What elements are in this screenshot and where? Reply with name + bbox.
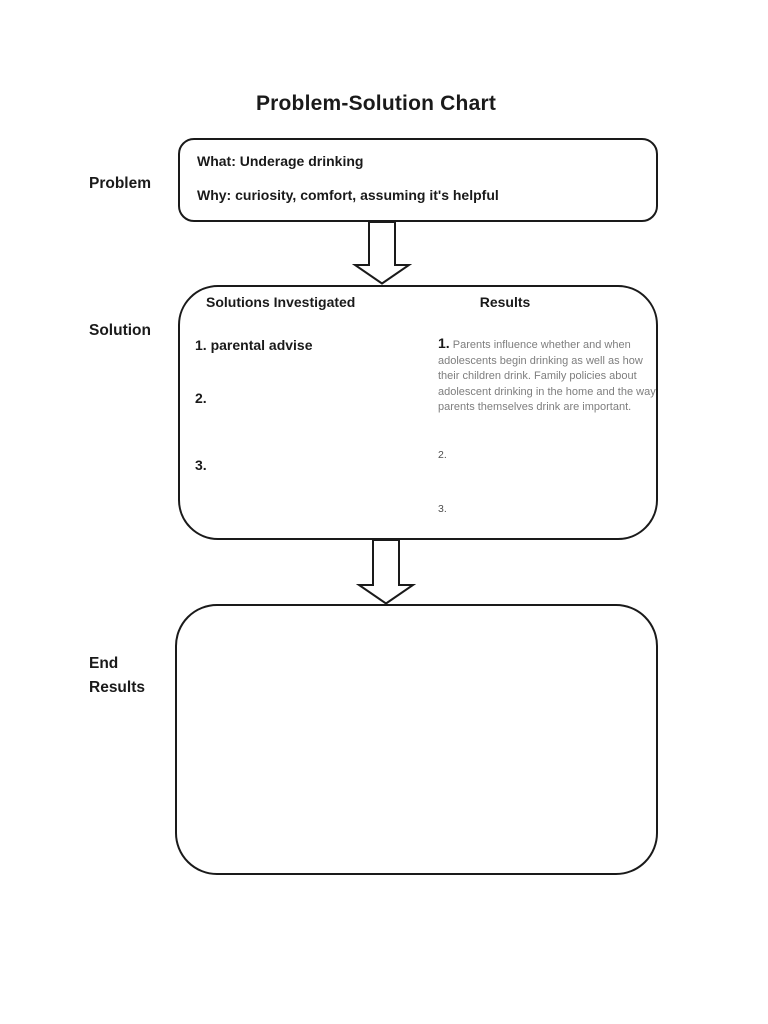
solutions-investigated-header: Solutions Investigated — [206, 294, 356, 310]
solution-row-label: Solution — [89, 322, 151, 339]
results-header: Results — [479, 294, 531, 310]
end-results-row-label: End Results — [89, 652, 145, 700]
result-item-1-text: Parents influence whether and when adole… — [438, 339, 656, 413]
problem-what-text: What: Underage drinking — [197, 153, 364, 169]
page-title: Problem-Solution Chart — [255, 92, 497, 115]
result-item-3: 3. — [438, 503, 447, 515]
down-arrow-icon — [352, 221, 412, 285]
solution-item-2: 2. — [195, 390, 207, 406]
solution-box: Solutions Investigated Results 1. parent… — [178, 285, 658, 540]
problem-box: What: Underage drinking Why: curiosity, … — [178, 138, 658, 222]
result-item-1-number: 1. — [438, 335, 450, 351]
down-arrow-icon — [356, 539, 416, 605]
solution-item-1: 1. parental advise — [195, 337, 313, 353]
problem-why-text: Why: curiosity, comfort, assuming it's h… — [197, 187, 499, 203]
result-item-1: 1. Parents influence whether and when ad… — [438, 335, 662, 416]
result-item-2: 2. — [438, 449, 447, 461]
end-results-label-line2: Results — [89, 679, 145, 696]
solution-item-3: 3. — [195, 457, 207, 473]
end-results-label-line1: End — [89, 655, 119, 672]
problem-row-label: Problem — [89, 175, 152, 192]
end-results-box — [175, 604, 658, 875]
